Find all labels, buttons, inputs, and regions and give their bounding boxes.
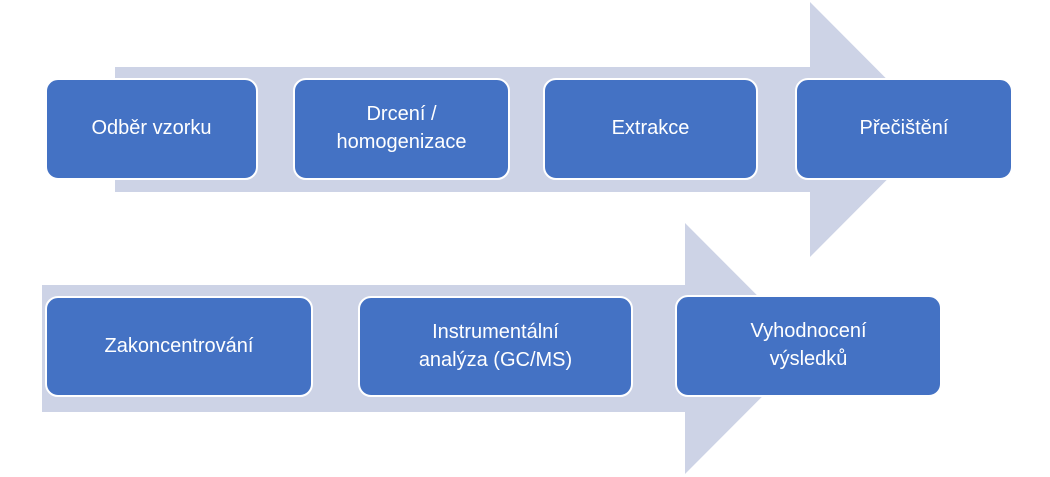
step-vyhodnoceni-vysledku: Vyhodnocení výsledků — [675, 295, 942, 397]
flow-arrow-row1 — [115, 2, 937, 257]
step-drceni-homogenizace: Drcení / homogenizace — [293, 78, 510, 180]
step-extrakce: Extrakce — [543, 78, 758, 180]
step-odber-vzorku: Odběr vzorku — [45, 78, 258, 180]
step-instrumentalni-analyza: Instrumentální analýza (GC/MS) — [358, 296, 633, 397]
step-zakoncentrovani: Zakoncentrování — [45, 296, 313, 397]
step-precisteni: Přečištění — [795, 78, 1013, 180]
